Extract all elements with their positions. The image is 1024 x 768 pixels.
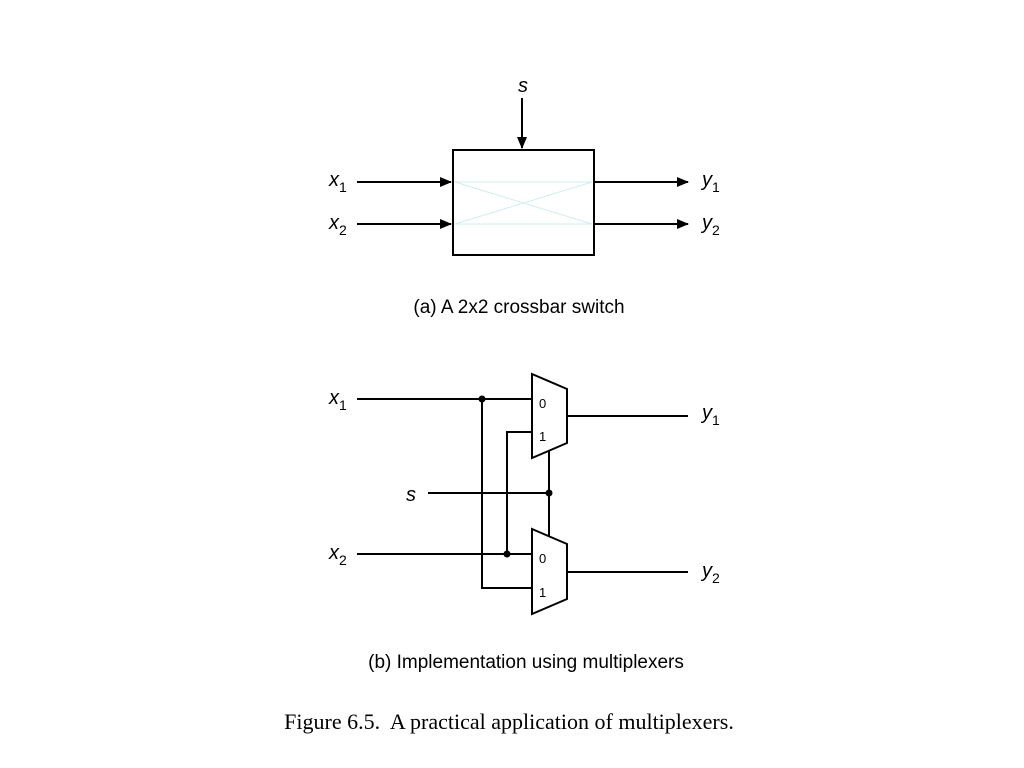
figure-caption: Figure 6.5. A practical application of m… (284, 709, 734, 734)
output-label-y1: y1 (700, 169, 720, 195)
mux-top (531, 372, 568, 460)
mux-bottom-pin-1: 1 (539, 585, 546, 600)
input-label-x1: x1 (328, 169, 347, 195)
caption-a: (a) A 2x2 crossbar switch (413, 297, 624, 318)
input-label-x2-b: x2 (328, 542, 347, 568)
crossbar-diagram: s x1 x2 y1 y2 (a) A 2x2 crossbar switch (328, 75, 720, 318)
output-label-y2-b: y2 (700, 560, 720, 586)
select-label-s: s (518, 75, 528, 97)
mux-bottom-pin-0: 0 (539, 551, 546, 566)
junction-s (545, 489, 553, 497)
output-label-y1-b: y1 (700, 402, 720, 428)
output-label-y2: y2 (700, 212, 720, 238)
mux-implementation-diagram: 0 1 0 1 x1 x2 s y1 y2 (b) Implementation… (328, 372, 720, 673)
select-label-s-b: s (406, 484, 416, 506)
mux-bottom (531, 527, 568, 616)
mux-top-pin-0: 0 (539, 396, 546, 411)
crossbar-box (452, 149, 595, 256)
caption-b: (b) Implementation using multiplexers (368, 652, 684, 673)
input-label-x1-b: x1 (328, 387, 347, 413)
mux-top-pin-1: 1 (539, 429, 546, 444)
wire-x1-to-mux-bottom (481, 399, 532, 589)
input-label-x2: x2 (328, 212, 347, 238)
wire-x2-to-mux-top (506, 431, 532, 554)
crossbar-faint-lines (454, 181, 593, 225)
